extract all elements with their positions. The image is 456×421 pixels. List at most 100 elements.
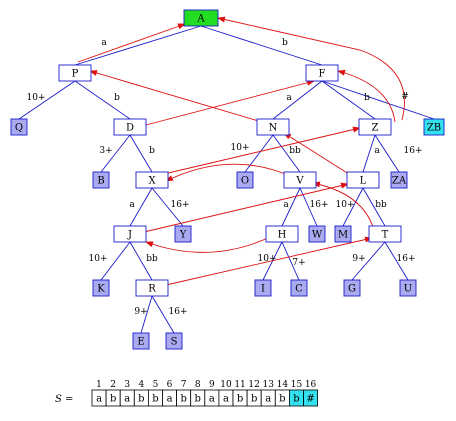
node-label: J xyxy=(127,230,132,241)
node-box xyxy=(113,118,147,136)
node-label: M xyxy=(338,230,348,241)
node-box xyxy=(183,9,219,27)
string-char: b xyxy=(293,394,299,405)
node-q: Q xyxy=(10,118,28,136)
node-r: R xyxy=(135,279,169,297)
node-box xyxy=(399,279,417,297)
node-label: T xyxy=(382,230,389,241)
node-box xyxy=(343,279,361,297)
node-box xyxy=(174,225,192,243)
tree-edge-p-d xyxy=(74,80,131,120)
tree-edge-n-o xyxy=(244,134,274,173)
suffix-link-d-f xyxy=(145,79,315,126)
node-box xyxy=(358,118,392,136)
node-a: A xyxy=(183,9,219,27)
tree-edge-f-z xyxy=(321,80,376,120)
string-index: 4 xyxy=(138,380,144,390)
node-w: W xyxy=(308,225,326,243)
node-box xyxy=(236,171,254,189)
string-char: a xyxy=(223,394,229,405)
node-zb: ZB xyxy=(423,118,445,136)
string-char: a xyxy=(124,394,130,405)
node-k: K xyxy=(92,279,110,297)
string-index: 15 xyxy=(291,380,303,390)
string-index: 9 xyxy=(209,380,215,390)
node-label: L xyxy=(360,176,367,187)
string-index: 7 xyxy=(181,380,187,390)
edge-label-t-u: 16+ xyxy=(397,254,416,264)
string-index: 13 xyxy=(263,380,275,390)
edge-label-r-s: 16+ xyxy=(169,307,188,317)
tree-edge-z-za xyxy=(374,134,400,173)
string-index: 14 xyxy=(277,380,289,390)
node-t: T xyxy=(368,225,402,243)
node-box xyxy=(10,118,28,136)
node-b: B xyxy=(92,171,110,189)
node-s: S xyxy=(165,332,183,350)
node-box xyxy=(113,225,147,243)
node-box xyxy=(92,279,110,297)
tree-edge-x-j xyxy=(129,187,153,227)
node-label: A xyxy=(196,14,205,25)
edge-label-d-x: b xyxy=(149,146,155,156)
string-char: a xyxy=(96,394,102,405)
tree-edge-l-t xyxy=(362,187,386,227)
tree-edge-x-y xyxy=(151,187,184,227)
node-box xyxy=(165,332,183,350)
tree-edge-h-c xyxy=(281,241,300,281)
edge-label-t-g: 9+ xyxy=(352,254,365,264)
suffix-link-j-l xyxy=(143,182,349,233)
string-index: 5 xyxy=(153,380,159,390)
suffix-link-f-a xyxy=(217,16,405,121)
node-label: C xyxy=(295,284,303,295)
node-za: ZA xyxy=(390,171,408,189)
node-label: X xyxy=(148,176,156,187)
node-label: S xyxy=(171,337,178,348)
string-index: 1 xyxy=(96,380,102,390)
string-index: 12 xyxy=(248,380,259,390)
node-h: H xyxy=(265,225,299,243)
edge-label-f-n: a xyxy=(286,93,292,103)
node-j: J xyxy=(113,225,147,243)
edge-label-f-zb: # xyxy=(401,92,409,102)
node-x: X xyxy=(135,171,169,189)
node-n: N xyxy=(256,118,290,136)
node-v: V xyxy=(283,171,317,189)
node-l: L xyxy=(346,171,380,189)
tree-edge-d-x xyxy=(129,134,153,173)
edge-label-d-b: 3+ xyxy=(99,146,112,156)
node-label: E xyxy=(137,337,144,348)
string-index: 10 xyxy=(220,380,232,390)
node-label: ZA xyxy=(392,176,407,187)
node-e: E xyxy=(132,332,150,350)
node-label: Z xyxy=(372,123,379,134)
tree-edge-j-r xyxy=(129,241,153,281)
edge-label-p-q: 10+ xyxy=(27,93,46,103)
tree-edge-v-h xyxy=(281,187,301,227)
string-index: 6 xyxy=(167,380,173,390)
string-char: a xyxy=(209,394,215,405)
node-box xyxy=(135,279,169,297)
node-f: F xyxy=(305,64,339,82)
tree-edge-r-s xyxy=(151,295,175,334)
string-cell xyxy=(303,389,319,407)
edge-label-j-r: bb xyxy=(146,254,158,264)
suffix-link-z-f xyxy=(337,69,396,123)
node-box xyxy=(308,225,326,243)
suffix-link-p-a xyxy=(77,23,186,63)
tree-edge-n-v xyxy=(272,134,301,173)
suffix-link-r-t xyxy=(165,236,373,286)
edge-label-p-d: b xyxy=(114,93,120,103)
node-z: Z xyxy=(358,118,392,136)
string-char: b xyxy=(195,394,201,405)
edge-label-f-z: b xyxy=(364,93,370,103)
node-box xyxy=(423,118,445,136)
node-box xyxy=(305,64,339,82)
edge-label-j-k: 10+ xyxy=(89,254,108,264)
tree-edge-a-p xyxy=(74,25,202,66)
string-label: S = xyxy=(55,394,73,405)
edge-label-z-l: a xyxy=(374,146,380,156)
node-y: Y xyxy=(174,225,192,243)
